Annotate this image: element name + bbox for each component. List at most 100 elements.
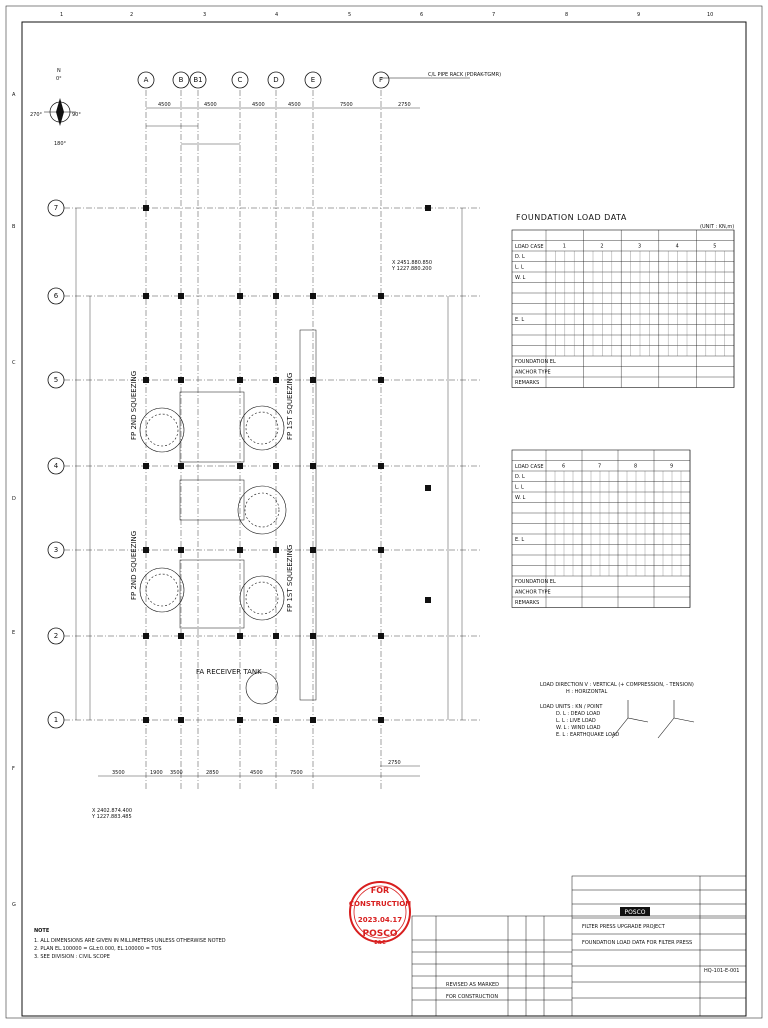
axis-diagram-icon: [611, 700, 695, 739]
filter-press-outline: [237, 485, 287, 535]
grid-bubble-label: C: [238, 76, 243, 84]
drawing-title: FOUNDATION LOAD DATA FOR FILTER PRESS: [582, 940, 692, 946]
stamp-brand: POSCO: [363, 929, 398, 939]
pedestal: [310, 633, 316, 639]
outer-border: [5, 5, 763, 1019]
grid-bubble: [137, 71, 155, 89]
pedestal: [310, 293, 316, 299]
coordinate: Y 1227.883.485: [91, 814, 132, 820]
table-row-label: E. L: [515, 537, 524, 543]
pedestal: [178, 463, 184, 469]
table-column-header: 9: [670, 464, 673, 470]
grid-bubble-label: 3: [54, 546, 58, 554]
filter-press-outline: [139, 407, 185, 453]
dimension: 7500: [340, 102, 353, 108]
dimension: 3500: [112, 770, 125, 776]
pedestal-group: [143, 205, 431, 723]
table-header-label: LOAD CASE: [515, 244, 544, 250]
pedestal: [237, 633, 243, 639]
pedestal: [378, 717, 384, 723]
grid-bubble: [267, 71, 285, 89]
legend-line: LOAD DIRECTION V : VERTICAL (+ COMPRESSI…: [540, 682, 694, 688]
area-label: FP 1ST SQUEEZING: [286, 373, 294, 440]
table-column-header: 1: [563, 244, 566, 250]
dimension: 3500: [170, 770, 183, 776]
table-row-label: REMARKS: [515, 380, 539, 386]
pedestal: [143, 293, 149, 299]
note-line: 1. ALL DIMENSIONS ARE GIVEN IN MILLIMETE…: [34, 938, 226, 944]
grid-bubble: [189, 71, 207, 89]
table-row-label: W. L: [515, 495, 526, 501]
legend-line: L. L : LIVE LOAD: [556, 718, 596, 724]
table-column-header: 7: [598, 464, 601, 470]
pedestal: [378, 633, 384, 639]
pedestal: [143, 205, 149, 211]
table-row-label: FOUNDATION EL: [515, 579, 556, 585]
table-row-label: D. L: [515, 474, 525, 480]
dimension: 2750: [388, 760, 401, 766]
border-num: 5: [348, 12, 351, 18]
border-side-letters: A B C D E F G: [12, 92, 16, 908]
row-bubbles: 7 6 5 4 3 2 1: [47, 199, 65, 729]
grid-bubble: [372, 71, 390, 89]
pipe-rack-note: C/L PIPE RACK (PDRAK-TGMR): [428, 72, 501, 78]
table-row-label: E. L: [515, 317, 524, 323]
border-letter: D: [12, 496, 16, 502]
project-name: FILTER PRESS UPGRADE PROJECT: [582, 924, 666, 930]
border-num: 6: [420, 12, 423, 18]
pedestal: [273, 293, 279, 299]
border-letter: B: [12, 224, 16, 230]
grid-bubble: [304, 71, 322, 89]
pedestal: [178, 717, 184, 723]
pedestal: [237, 293, 243, 299]
left-dimensions: [75, 208, 91, 720]
construction-stamp: FOR CONSTRUCTION 2023.04.17 POSCO E&C: [349, 881, 411, 946]
posco-logo: [620, 907, 650, 916]
legend-line: LOAD UNITS : KN / POINT: [540, 704, 603, 710]
pedestal: [178, 633, 184, 639]
border-num: 4: [275, 12, 278, 18]
notes-title: NOTE: [34, 928, 50, 934]
pedestal: [425, 205, 431, 211]
pedestal: [143, 633, 149, 639]
load-legend: LOAD DIRECTION V : VERTICAL (+ COMPRESSI…: [540, 682, 694, 738]
pedestal: [378, 547, 384, 553]
border-letter: C: [12, 360, 16, 366]
border-num: 2: [130, 12, 133, 18]
grid-bubble-label: 2: [54, 632, 58, 640]
border-letter: F: [12, 766, 15, 772]
area-label: FA RECEIVER TANK: [196, 668, 262, 676]
pedestal: [378, 377, 384, 383]
dimension: 2850: [206, 770, 219, 776]
grid-bubble: [231, 71, 249, 89]
stamp-text: FOR: [371, 886, 389, 895]
stamp-sub: E&C: [374, 940, 386, 946]
pedestal: [143, 717, 149, 723]
area-label: FP 2ND SQUEEZING: [130, 531, 138, 600]
border-letter: A: [12, 92, 16, 98]
general-notes: NOTE 1. ALL DIMENSIONS ARE GIVEN IN MILL…: [34, 928, 226, 960]
pedestal: [378, 463, 384, 469]
deg-label: 180°: [54, 141, 67, 147]
table-row-label: L. L: [515, 485, 524, 491]
column-grid: [145, 90, 382, 790]
grid-bubble-label: 7: [54, 204, 58, 212]
dimension: 7500: [290, 770, 303, 776]
pedestal: [273, 377, 279, 383]
grid-bubble-label: 6: [54, 292, 59, 300]
stamp-date: 2023.04.17: [358, 916, 402, 924]
dimension: 2750: [398, 102, 411, 108]
deg-label: 270°: [30, 112, 43, 118]
legend-line: W. L : WIND LOAD: [556, 725, 601, 731]
table-column-header: 3: [638, 244, 641, 250]
note-line: 3. SEE DIVISION : CIVIL SCOPE: [34, 954, 110, 960]
pedestal: [273, 633, 279, 639]
border-num: 1: [60, 12, 63, 18]
right-dimensions: [447, 208, 463, 720]
filter-press-outline: [239, 575, 285, 621]
note-line: 2. PLAN EL.100000 = GL±0.000, EL.100000 …: [34, 946, 162, 952]
